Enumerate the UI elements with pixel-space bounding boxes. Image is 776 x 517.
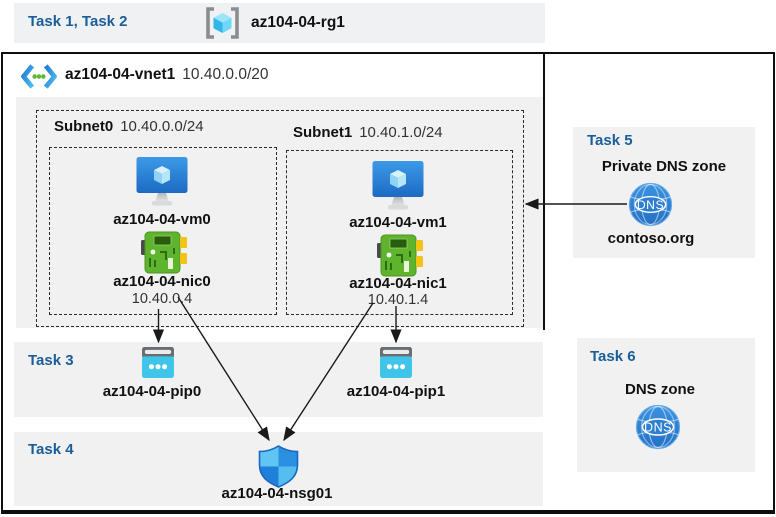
nic1-icon xyxy=(377,234,423,277)
resource-group-icon xyxy=(204,6,241,40)
task3-label: Task 3 xyxy=(28,352,74,369)
dns-icon-text: DNS xyxy=(637,198,664,212)
subnet1-box xyxy=(286,150,513,315)
subnets-container xyxy=(36,110,524,327)
pip1-icon xyxy=(380,347,412,378)
virtual-network-icon xyxy=(19,62,59,91)
pip0-icon xyxy=(142,347,174,378)
vm0-name: az104-04-vm0 xyxy=(113,211,211,228)
nic0-name: az104-04-nic0 xyxy=(113,273,211,290)
pip1-name: az104-04-pip1 xyxy=(346,383,446,400)
vnet-right-divider xyxy=(543,54,545,330)
private-dns-zone-title: Private DNS zone xyxy=(601,158,727,175)
dns-zone-title: DNS zone xyxy=(624,381,695,398)
task5-label: Task 5 xyxy=(587,132,633,149)
task12-band xyxy=(14,3,545,43)
nic0-ip: 10.40.0.4 xyxy=(131,291,193,307)
vnet-cidr: 10.40.0.0/20 xyxy=(182,66,269,83)
vnet-name: az104-04-vnet1 xyxy=(65,66,176,83)
private-dns-zone-name: contoso.org xyxy=(607,230,695,247)
vm0-icon xyxy=(135,156,189,208)
nic0-icon xyxy=(141,231,187,274)
vnet-subnets-panel xyxy=(16,97,543,328)
vm1-icon xyxy=(371,160,425,212)
dns-icon-text: DNS xyxy=(644,421,672,435)
task6-label: Task 6 xyxy=(590,348,636,365)
task6-box xyxy=(577,338,755,472)
pip0-name: az104-04-pip0 xyxy=(102,383,202,400)
vnet-title: az104-04-vnet1 10.40.0.0/20 xyxy=(65,66,269,84)
nsg-shield-icon xyxy=(255,444,302,489)
subnet0-box xyxy=(49,147,277,315)
nsg-name: az104-04-nsg01 xyxy=(221,485,333,502)
resource-group-name: az104-04-rg1 xyxy=(251,14,345,31)
task3-row xyxy=(14,342,543,417)
private-dns-icon: DNS xyxy=(628,182,673,227)
nic1-ip: 10.40.1.4 xyxy=(367,292,429,308)
dns-zone-icon: DNS xyxy=(635,404,681,450)
task12-label: Task 1, Task 2 xyxy=(28,13,128,30)
nic1-name: az104-04-nic1 xyxy=(349,275,447,292)
vm1-name: az104-04-vm1 xyxy=(349,214,447,231)
task4-label: Task 4 xyxy=(28,441,74,458)
diagram-frame xyxy=(1,52,775,514)
